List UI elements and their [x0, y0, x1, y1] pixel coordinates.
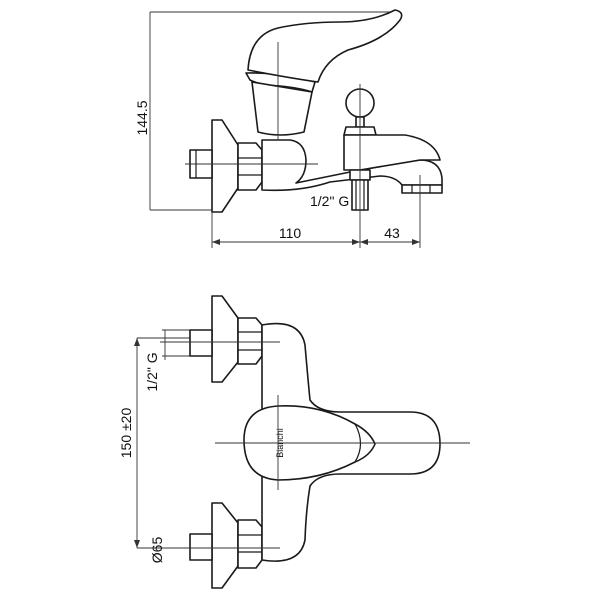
hex-nut-lower [237, 519, 263, 569]
spout-top-face [343, 134, 441, 171]
wall-flange-lower [211, 502, 239, 589]
thread-label-side: 1/2" G [144, 352, 160, 391]
dimension-height-label: 144.5 [134, 100, 150, 135]
front-view: 1/2" G 150 ±20 Ø65 Bianchi [118, 295, 470, 589]
dimension-width: 110 43 [212, 225, 420, 245]
flange-diameter-label: Ø65 [149, 537, 165, 564]
dimension-height: 144.5 [134, 11, 390, 211]
inlet-stub-lower [189, 533, 213, 561]
side-elevation-view: 144.5 [134, 9, 443, 248]
wall-flange-upper [211, 295, 239, 383]
lever-cartridge [251, 81, 313, 136]
centers-label: 150 ±20 [118, 408, 134, 459]
hex-nut-upper [237, 317, 263, 365]
dimension-43-label: 43 [384, 225, 400, 241]
dimension-110-label: 110 [279, 225, 302, 241]
lever-handle [247, 9, 403, 83]
thread-label-top: 1/2" G [310, 193, 349, 209]
aerator [401, 184, 443, 194]
hex-nut-top [237, 142, 263, 191]
wall-flange-top [211, 119, 239, 213]
inlet-stub-upper [189, 329, 213, 357]
